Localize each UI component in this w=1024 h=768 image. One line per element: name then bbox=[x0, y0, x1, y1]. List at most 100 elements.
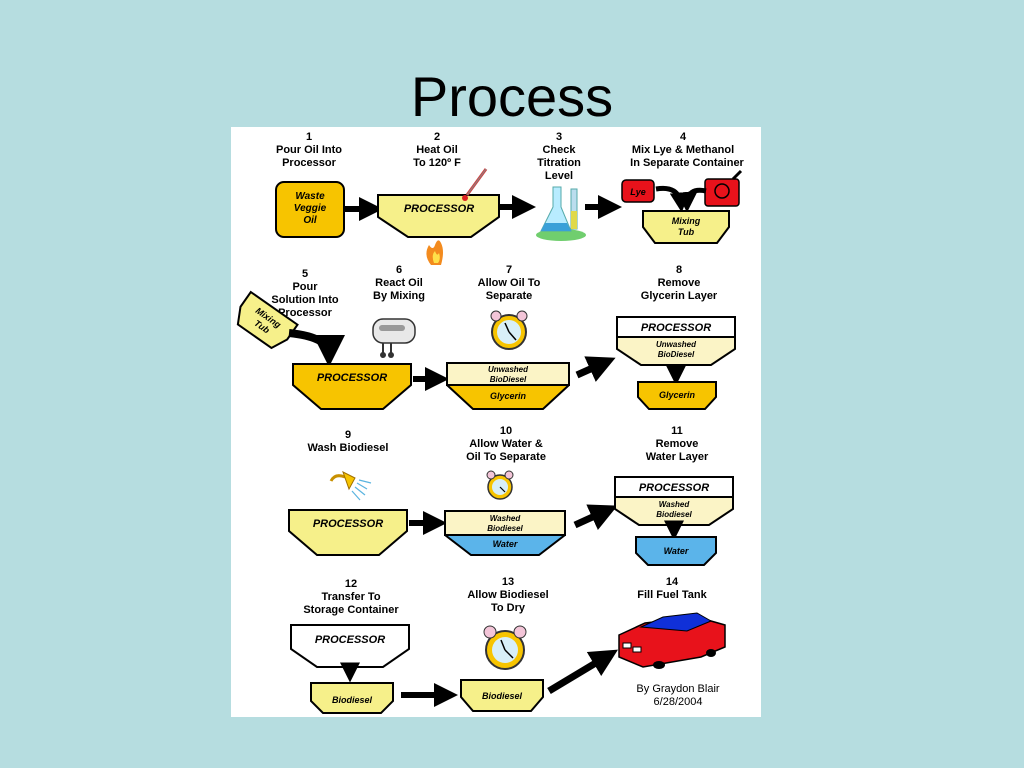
svg-text:Waste: Waste bbox=[295, 191, 325, 202]
processor-unwashed-glycerin: Unwashed BioDiesel Glycerin bbox=[446, 362, 570, 410]
svg-text:To Dry: To Dry bbox=[491, 602, 526, 614]
svg-text:Allow Water &: Allow Water & bbox=[469, 438, 543, 450]
step-label-10: 10 Allow Water & Oil To Separate bbox=[466, 425, 546, 463]
step-label-1: 1 Pour Oil Into Processor bbox=[276, 131, 342, 169]
waste-oil-container: Waste Veggie Oil bbox=[275, 181, 345, 238]
svg-text:PROCESSOR: PROCESSOR bbox=[639, 482, 709, 494]
svg-text:Remove: Remove bbox=[658, 277, 701, 289]
svg-text:7: 7 bbox=[506, 264, 512, 276]
hand-mixer-icon bbox=[372, 318, 416, 358]
svg-text:Veggie: Veggie bbox=[294, 203, 327, 214]
svg-text:Storage Container: Storage Container bbox=[303, 604, 399, 616]
step-label-6: 6 React Oil By Mixing bbox=[373, 264, 425, 302]
svg-text:Biodiesel: Biodiesel bbox=[487, 524, 523, 533]
svg-text:Pour Oil Into: Pour Oil Into bbox=[276, 144, 342, 156]
flow-arrow bbox=[288, 329, 345, 367]
biodiesel-container: Biodiesel bbox=[460, 679, 544, 712]
svg-text:Separate: Separate bbox=[486, 290, 532, 302]
clock-icon bbox=[483, 625, 527, 670]
svg-text:Water Layer: Water Layer bbox=[646, 451, 709, 463]
svg-text:Processor: Processor bbox=[278, 307, 333, 319]
svg-text:Allow Biodiesel: Allow Biodiesel bbox=[467, 589, 548, 601]
svg-text:13: 13 bbox=[502, 576, 514, 588]
svg-text:Lye: Lye bbox=[630, 187, 646, 197]
lye-container: Lye bbox=[621, 179, 655, 203]
svg-text:6/28/2004: 6/28/2004 bbox=[654, 696, 703, 708]
svg-text:14: 14 bbox=[666, 576, 679, 588]
step-label-9: 9 Wash Biodiesel bbox=[308, 429, 389, 454]
svg-text:Mix Lye & Methanol: Mix Lye & Methanol bbox=[632, 144, 734, 156]
step-label-4: 4 Mix Lye & Methanol In Separate Contain… bbox=[630, 131, 744, 169]
svg-text:6: 6 bbox=[396, 264, 402, 276]
svg-text:Unwashed: Unwashed bbox=[488, 365, 529, 374]
water-container: Water bbox=[635, 536, 717, 566]
author-credit: By Graydon Blair 6/28/2004 bbox=[636, 683, 719, 708]
svg-text:Glycerin Layer: Glycerin Layer bbox=[641, 290, 718, 302]
titration-flask-icon bbox=[536, 186, 586, 241]
svg-text:Fill Fuel Tank: Fill Fuel Tank bbox=[637, 589, 707, 601]
svg-text:8: 8 bbox=[676, 264, 682, 276]
mixing-tub-tilted: Mixing Tub bbox=[236, 290, 299, 350]
step-label-11: 11 Remove Water Layer bbox=[646, 425, 709, 463]
svg-text:By Graydon Blair: By Graydon Blair bbox=[636, 683, 719, 695]
svg-text:React Oil: React Oil bbox=[375, 277, 423, 289]
svg-text:Biodiesel: Biodiesel bbox=[332, 695, 373, 705]
svg-text:10: 10 bbox=[500, 425, 512, 437]
svg-text:Mixing: Mixing bbox=[672, 216, 701, 226]
flame-icon bbox=[426, 240, 443, 265]
car-icon bbox=[618, 612, 726, 669]
svg-text:9: 9 bbox=[345, 429, 351, 441]
flow-arrow bbox=[575, 356, 616, 382]
svg-text:By Mixing: By Mixing bbox=[373, 290, 425, 302]
step-label-8: 8 Remove Glycerin Layer bbox=[641, 264, 718, 302]
svg-text:Titration: Titration bbox=[537, 157, 581, 169]
svg-text:2: 2 bbox=[434, 131, 440, 143]
flow-arrow bbox=[677, 187, 707, 213]
svg-text:Processor: Processor bbox=[282, 157, 337, 169]
svg-text:Unwashed: Unwashed bbox=[656, 340, 697, 349]
shower-head-icon bbox=[329, 470, 372, 501]
step-label-2: 2 Heat Oil To 120º F bbox=[413, 131, 461, 169]
svg-text:Heat Oil: Heat Oil bbox=[416, 144, 458, 156]
slide-title: Process bbox=[410, 65, 614, 128]
svg-text:Transfer To: Transfer To bbox=[321, 591, 380, 603]
svg-text:Water: Water bbox=[664, 546, 689, 556]
svg-text:Pour: Pour bbox=[292, 281, 318, 293]
svg-text:PROCESSOR: PROCESSOR bbox=[315, 634, 385, 646]
mixing-tub: Mixing Tub bbox=[642, 210, 730, 244]
flow-arrow bbox=[573, 504, 618, 530]
svg-text:5: 5 bbox=[302, 268, 308, 280]
step-label-13: 13 Allow Biodiesel To Dry bbox=[467, 576, 548, 614]
svg-text:Biodiesel: Biodiesel bbox=[482, 691, 523, 701]
step-label-7: 7 Allow Oil To Separate bbox=[478, 264, 541, 302]
svg-text:Water: Water bbox=[493, 539, 518, 549]
svg-text:To 120º F: To 120º F bbox=[413, 157, 461, 169]
clock-icon bbox=[486, 470, 514, 500]
svg-text:PROCESSOR: PROCESSOR bbox=[317, 372, 387, 384]
svg-text:PROCESSOR: PROCESSOR bbox=[641, 322, 711, 334]
svg-text:Washed: Washed bbox=[490, 514, 522, 523]
svg-text:11: 11 bbox=[671, 425, 683, 437]
processor-step5: PROCESSOR bbox=[292, 363, 412, 410]
svg-text:Wash Biodiesel: Wash Biodiesel bbox=[308, 442, 389, 454]
svg-text:Glycerin: Glycerin bbox=[659, 390, 696, 400]
svg-text:BioDiesel: BioDiesel bbox=[658, 350, 695, 359]
processor-step9: PROCESSOR bbox=[288, 509, 408, 556]
processor-washed-water: Washed Biodiesel Water bbox=[444, 510, 566, 556]
svg-text:1: 1 bbox=[306, 131, 312, 143]
svg-text:PROCESSOR: PROCESSOR bbox=[404, 203, 474, 215]
svg-text:Tub: Tub bbox=[678, 227, 695, 237]
svg-text:3: 3 bbox=[556, 131, 562, 143]
svg-text:Oil: Oil bbox=[303, 215, 317, 226]
svg-text:In Separate Container: In Separate Container bbox=[630, 157, 744, 169]
svg-text:Check: Check bbox=[542, 144, 576, 156]
svg-text:Remove: Remove bbox=[656, 438, 699, 450]
svg-text:4: 4 bbox=[680, 131, 687, 143]
svg-text:Glycerin: Glycerin bbox=[490, 391, 527, 401]
methanol-can-icon bbox=[704, 169, 743, 207]
svg-text:Washed: Washed bbox=[659, 500, 691, 509]
svg-text:12: 12 bbox=[345, 578, 357, 590]
biodiesel-process-diagram: 1 Pour Oil Into Processor 2 Heat Oil To … bbox=[231, 127, 761, 717]
svg-text:PROCESSOR: PROCESSOR bbox=[313, 518, 383, 530]
step-label-5: 5 Pour Solution Into Processor bbox=[271, 268, 338, 319]
